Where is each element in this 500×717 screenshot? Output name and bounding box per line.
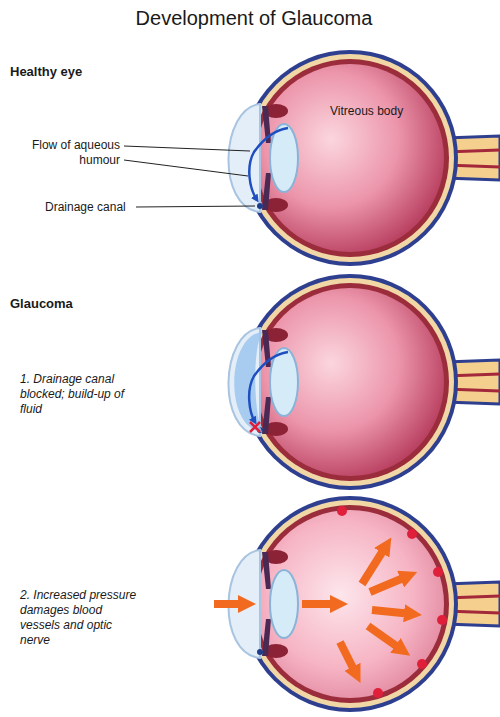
stage-note: 1. Drainage canal blocked; build-up of f…: [20, 372, 140, 417]
pressure-arrow: [340, 642, 356, 674]
pressure-arrow: [372, 610, 412, 614]
damage-spot: [407, 529, 417, 539]
aqueous-flow-arrow: [249, 128, 288, 200]
leader-line: [136, 206, 255, 207]
leader-line: [124, 146, 250, 151]
diagram-title: Development of Glaucoma: [4, 6, 500, 31]
pressure-arrow: [302, 600, 338, 608]
damage-spot: [337, 506, 447, 698]
pressure-arrow: [370, 576, 408, 592]
part-label: Vitreous body: [330, 104, 430, 119]
pressure-arrow: [214, 546, 412, 674]
section-heading: Glaucoma: [10, 296, 150, 312]
pressure-eye: [214, 496, 500, 712]
aqueous-flow-arrow: [249, 352, 288, 422]
healthy-eye: [228, 50, 500, 266]
damage-spot: [437, 615, 447, 625]
glaucoma-eye: [228, 328, 298, 436]
damage-spot: [417, 659, 427, 669]
damage-spot: [337, 506, 347, 516]
leader-line: [124, 160, 248, 176]
damage-spot: [373, 688, 383, 698]
fluid-build-up: [234, 332, 262, 432]
pressure-arrow: [362, 546, 386, 584]
pressure-arrow: [214, 600, 246, 608]
section-heading: Healthy eye: [10, 64, 150, 80]
part-label: Drainage canal: [45, 200, 135, 215]
part-label: Flow of aqueous humour: [20, 138, 120, 168]
blocked-cross: [250, 422, 260, 432]
damage-spot: [433, 567, 443, 577]
pressure-arrow: [368, 626, 402, 650]
glaucoma-eye: [228, 274, 500, 490]
stage-note: 2. Increased pressure damages blood vess…: [20, 588, 145, 648]
healthy-eye: [228, 104, 298, 212]
